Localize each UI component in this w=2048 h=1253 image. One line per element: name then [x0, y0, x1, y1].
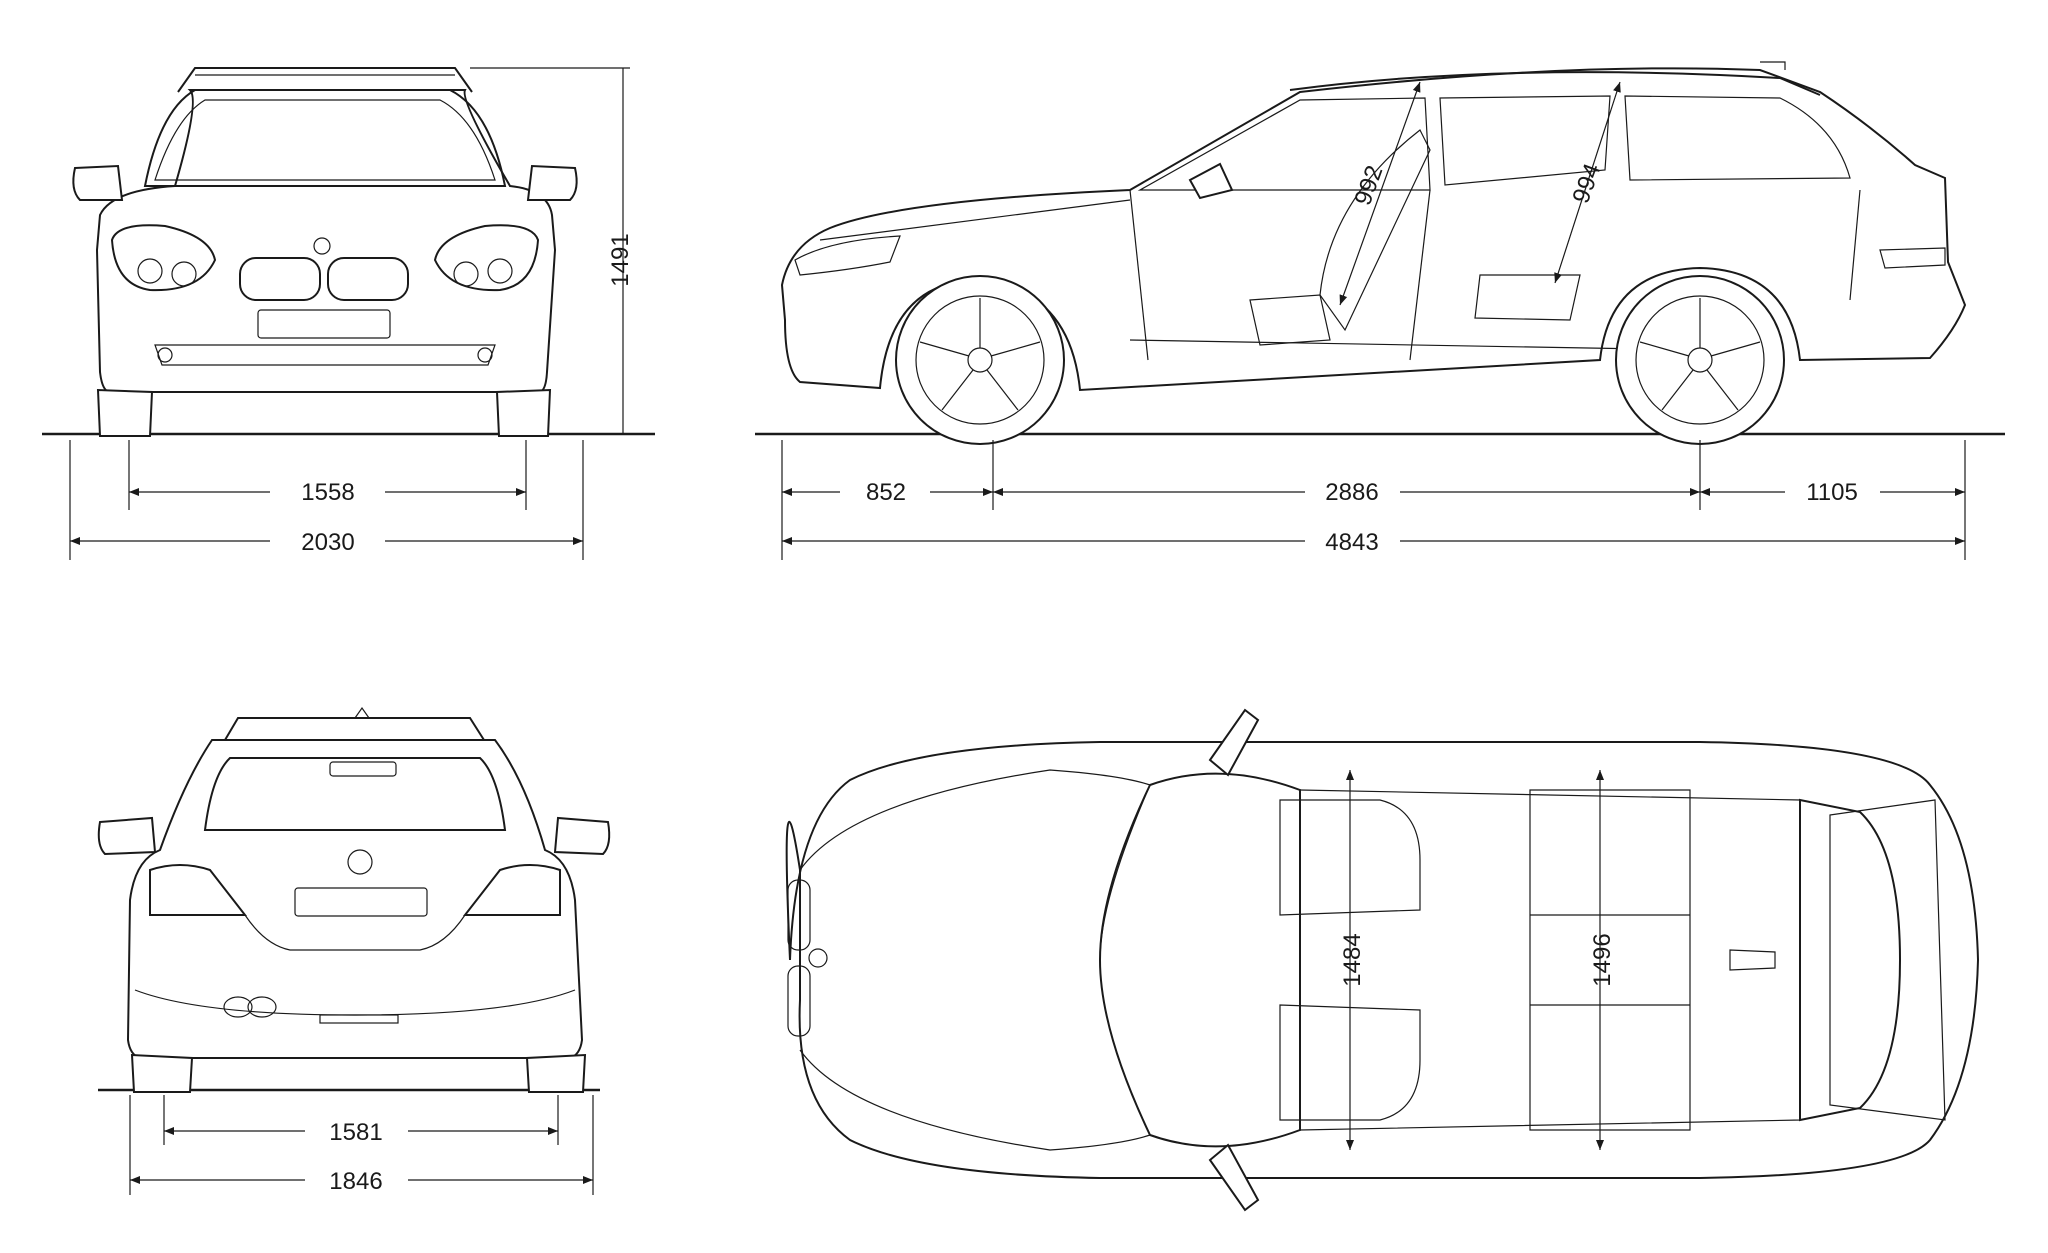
dim-track-rear: 1581 — [329, 1119, 382, 1146]
dim-wheelbase: 2886 — [1325, 479, 1378, 506]
side-view — [755, 61, 2005, 445]
dim-width-mirrors: 2030 — [301, 529, 354, 556]
top-view-dimensions: 1484 1496 — [1339, 770, 1616, 1150]
dim-length: 4843 — [1325, 529, 1378, 556]
front-view-dimensions: 1491 1558 2030 — [69, 67, 634, 560]
dim-front-overhang: 852 — [866, 479, 906, 506]
rear-view-dimensions: 1581 1846 — [129, 1095, 594, 1195]
dim-front-interior-width: 1484 — [1339, 933, 1366, 986]
top-view — [785, 708, 1980, 1212]
dim-track-front: 1558 — [301, 479, 354, 506]
dim-rear-headroom: 994 — [1567, 160, 1606, 207]
dim-rear-overhang: 1105 — [1806, 479, 1858, 506]
dim-height: 1491 — [607, 233, 634, 286]
side-view-dimensions: 992 994 852 2886 1105 4843 — [781, 81, 1966, 560]
front-view — [42, 67, 655, 437]
dim-width: 1846 — [329, 1168, 382, 1195]
dim-front-headroom: 992 — [1349, 162, 1388, 209]
dim-rear-interior-width: 1496 — [1589, 933, 1616, 986]
rear-view — [97, 706, 611, 1093]
